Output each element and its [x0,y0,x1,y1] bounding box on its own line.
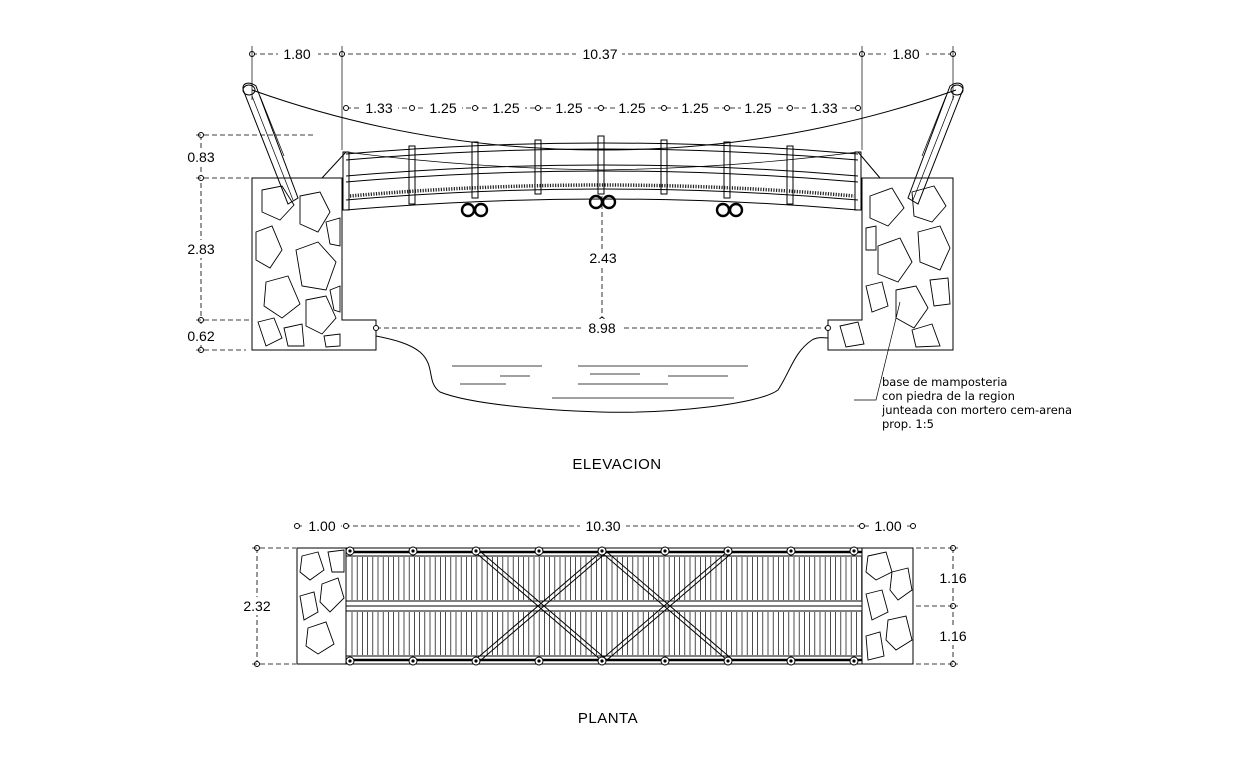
post-bolt-center [411,549,415,553]
plan-left-dimension: 2.32 [239,545,296,667]
elev-dim-clearance: 2.43 [589,250,616,266]
elev-bay-dim-4: 1.25 [555,100,582,116]
post-bolt-center [663,549,667,553]
plan-view: 1.00 10.30 1.00 2.32 1.16 1.16 [239,517,971,727]
plan-title: PLANTA [578,710,638,727]
elev-bay-dim-3: 1.25 [492,100,519,116]
elev-bay-dim-2: 1.25 [429,100,456,116]
bridge-deck [321,142,881,211]
post-bolt-center [537,659,541,663]
plan-left-abutment [296,547,347,665]
elev-dim-total-span: 10.37 [582,46,617,62]
post-bolt-center [348,659,352,663]
elevation-title: ELEVACION [572,456,661,473]
railing-posts [342,135,862,211]
post-bolt-center [600,549,604,553]
plan-dim-left: 1.00 [308,518,335,534]
elev-dim-abutment-height: 2.83 [187,241,214,257]
right-abutment [827,177,954,351]
elev-dim-right-abutment: 1.80 [892,46,919,62]
post-bolt-center [726,659,730,663]
elev-bay-dim-8: 1.33 [810,100,837,116]
post-bolt-center [852,549,856,553]
post-bolt-center [537,549,541,553]
elevation-clearance-dims: 2.43 8.98 [373,196,831,337]
plan-dim-span: 10.30 [585,518,620,534]
elev-dim-clear-span: 8.98 [588,320,615,336]
plan-right-abutment [861,547,914,665]
elev-bay-dim-1: 1.33 [365,100,392,116]
post-bolt-center [663,659,667,663]
note-line-1: base de mamposteria [882,375,1007,389]
elev-dim-left-abutment: 1.80 [283,46,310,62]
plan-right-dimensions: 1.16 1.16 [916,545,971,667]
deck-planks [351,557,862,655]
post-bolt-center [411,659,415,663]
plan-top-dimension: 1.00 10.30 1.00 [294,517,916,535]
left-cable-anchor [242,82,299,205]
post-bolt-center [474,549,478,553]
elev-dim-footing-height: 0.62 [187,328,214,344]
elev-bay-dim-7: 1.25 [744,100,771,116]
plan-deck [345,547,863,665]
left-abutment [251,177,377,351]
post-bolt-center [726,549,730,553]
post-bolt-center [789,659,793,663]
plan-dim-half-1: 1.16 [939,570,966,586]
elevation-bay-dimensions: 1.33 1.25 1.25 1.25 1.25 1.25 1.25 1.33 [343,99,861,117]
plan-dim-half-2: 1.16 [939,628,966,644]
masonry-note: base de mamposteria con piedra de la reg… [854,301,1072,431]
note-line-4: prop. 1:5 [882,417,934,431]
river-bed [375,335,829,413]
post-bolt-center [852,659,856,663]
post-bolt-center [789,549,793,553]
elevation-view: 1.80 10.37 1.80 1.33 1.25 1. [183,45,1072,473]
elev-bay-dim-5: 1.25 [618,100,645,116]
elevation-left-dimensions: 0.83 2.83 0.62 [183,132,315,353]
elevation-top-dimension: 1.80 10.37 1.80 [249,45,956,150]
elev-dim-railing-height: 0.83 [187,149,214,165]
log-beams [460,194,744,218]
plan-dim-right: 1.00 [874,518,901,534]
elev-bay-dim-6: 1.25 [681,100,708,116]
plan-post-bolts [345,546,859,666]
post-bolt-center [600,659,604,663]
post-bolt-center [348,549,352,553]
note-line-3: junteada con mortero cem-arena [881,403,1072,417]
post-bolt-center [474,659,478,663]
plan-dim-width: 2.32 [243,598,270,614]
note-line-2: con piedra de la region [882,389,1015,403]
right-cable-anchor [907,82,964,205]
